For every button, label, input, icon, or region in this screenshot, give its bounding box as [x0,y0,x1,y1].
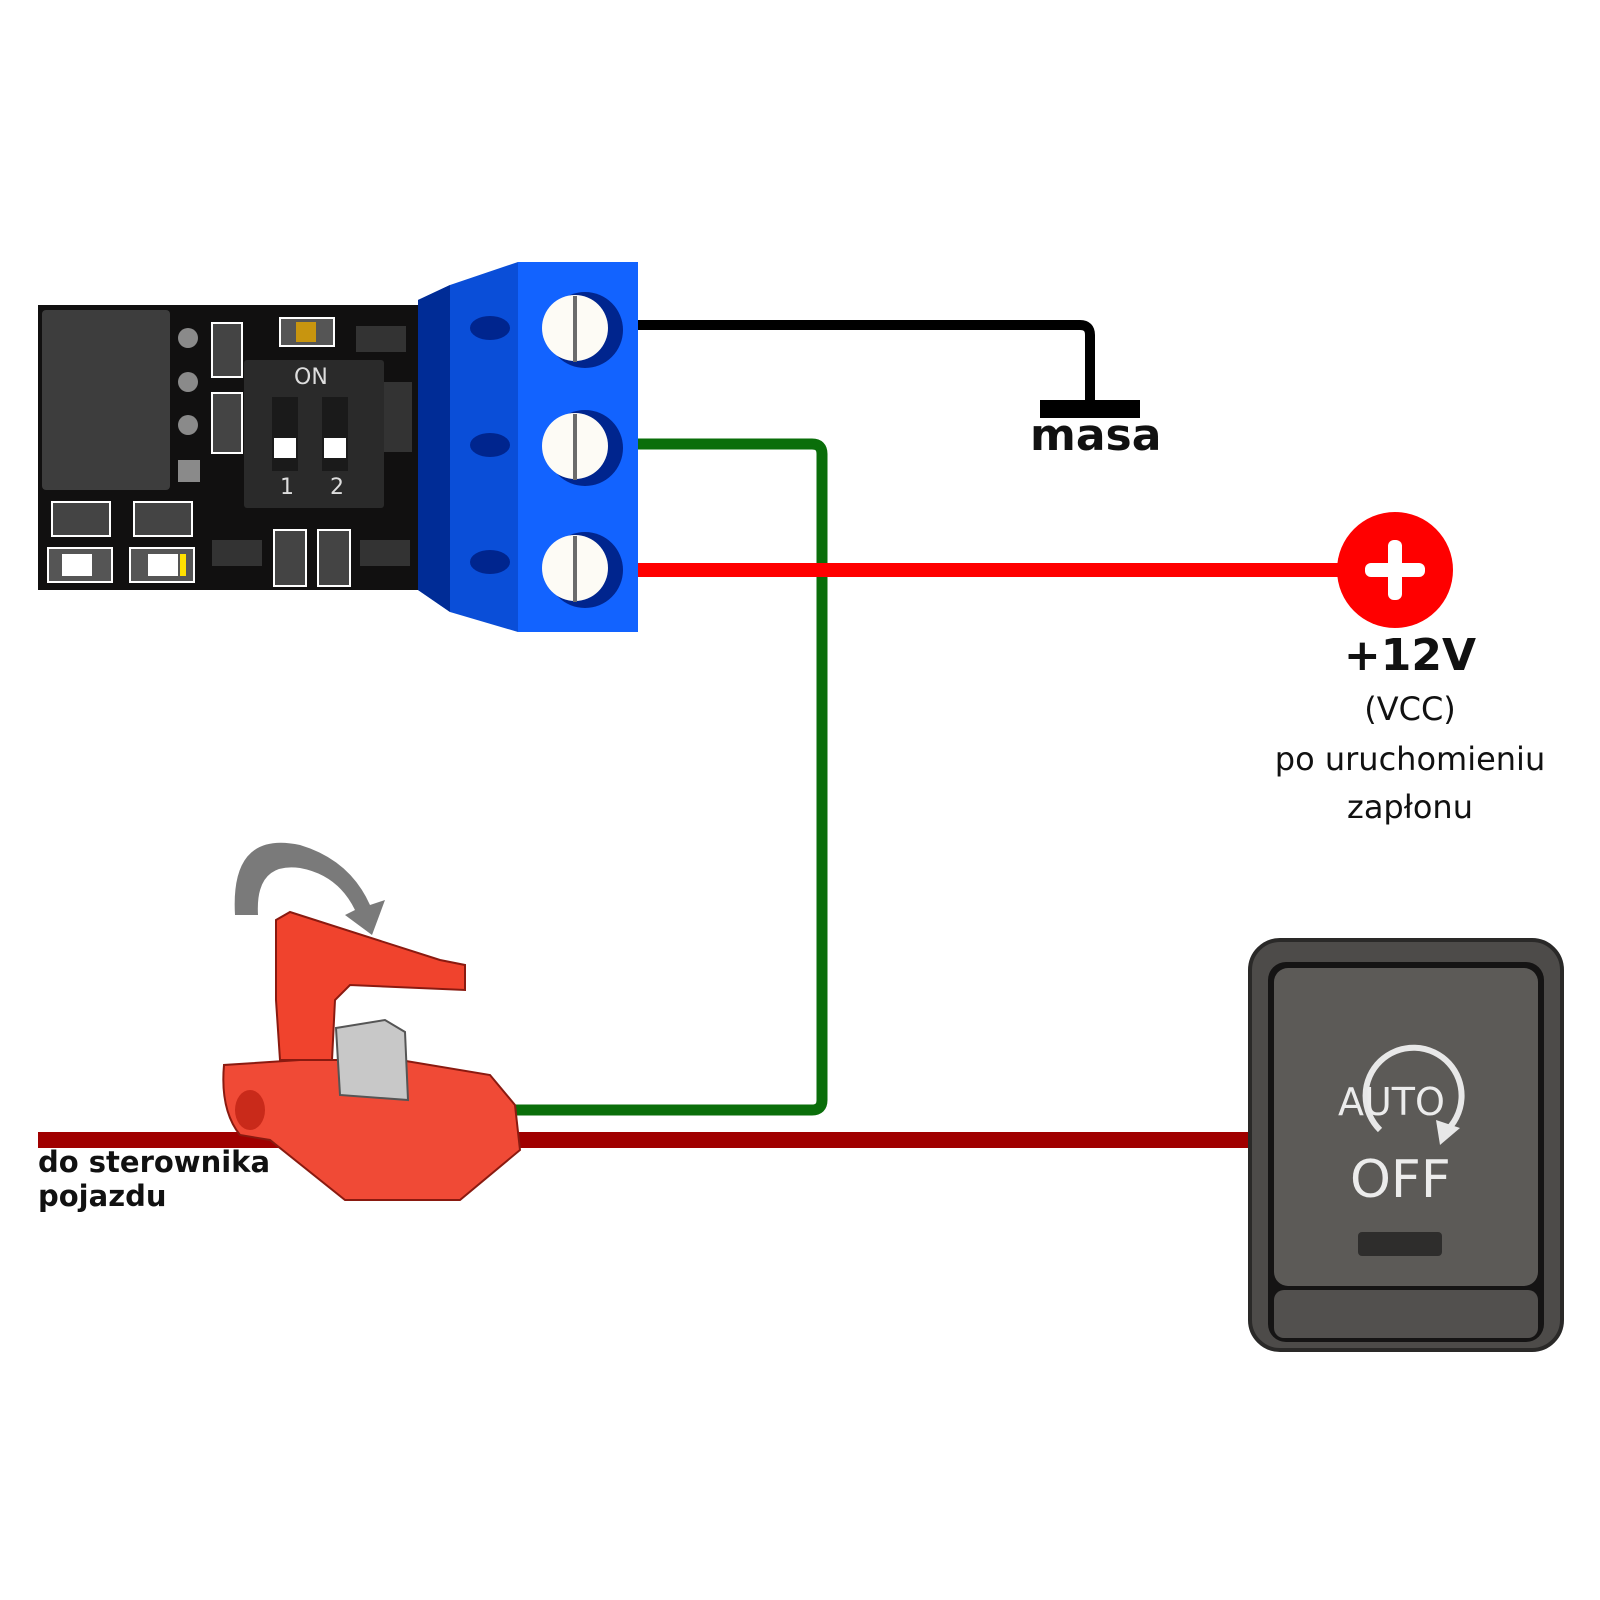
plus-icon [1337,512,1453,628]
controller-label-line-1: do sterownika [38,1145,271,1179]
terminal-block [418,262,638,632]
signal-wire [500,438,828,1116]
wire-tap-connector [222,842,522,1201]
button-off-text: OFF [1350,1150,1451,1210]
controller-label: do sterownika pojazdu [38,1145,270,1213]
dip-position-2: 2 [330,475,344,500]
ground-symbol [1040,400,1140,418]
screw-2 [542,410,623,486]
screw-1 [542,292,623,368]
screw-3 [542,532,623,608]
power-sub-label: (VCC) [1364,690,1456,728]
dip-switch [244,360,384,508]
dip-on-label: ON [294,365,328,390]
button-auto-text: AUTO [1338,1080,1445,1124]
controller-label-line-2: pojazdu [38,1179,167,1213]
rotate-icon [1362,1044,1465,1135]
pcb-pads [47,317,412,587]
power-desc-2: zapłonu [1347,788,1473,826]
power-label: +12V [1343,630,1477,681]
ground-wire [620,320,1095,400]
dip-position-1: 1 [280,475,294,500]
relay-module [38,305,438,590]
power-desc-1: po uruchomieniu [1274,740,1546,778]
auto-off-button [1248,938,1564,1352]
ground-label: masa [1030,410,1162,461]
arrow-icon [234,842,385,935]
